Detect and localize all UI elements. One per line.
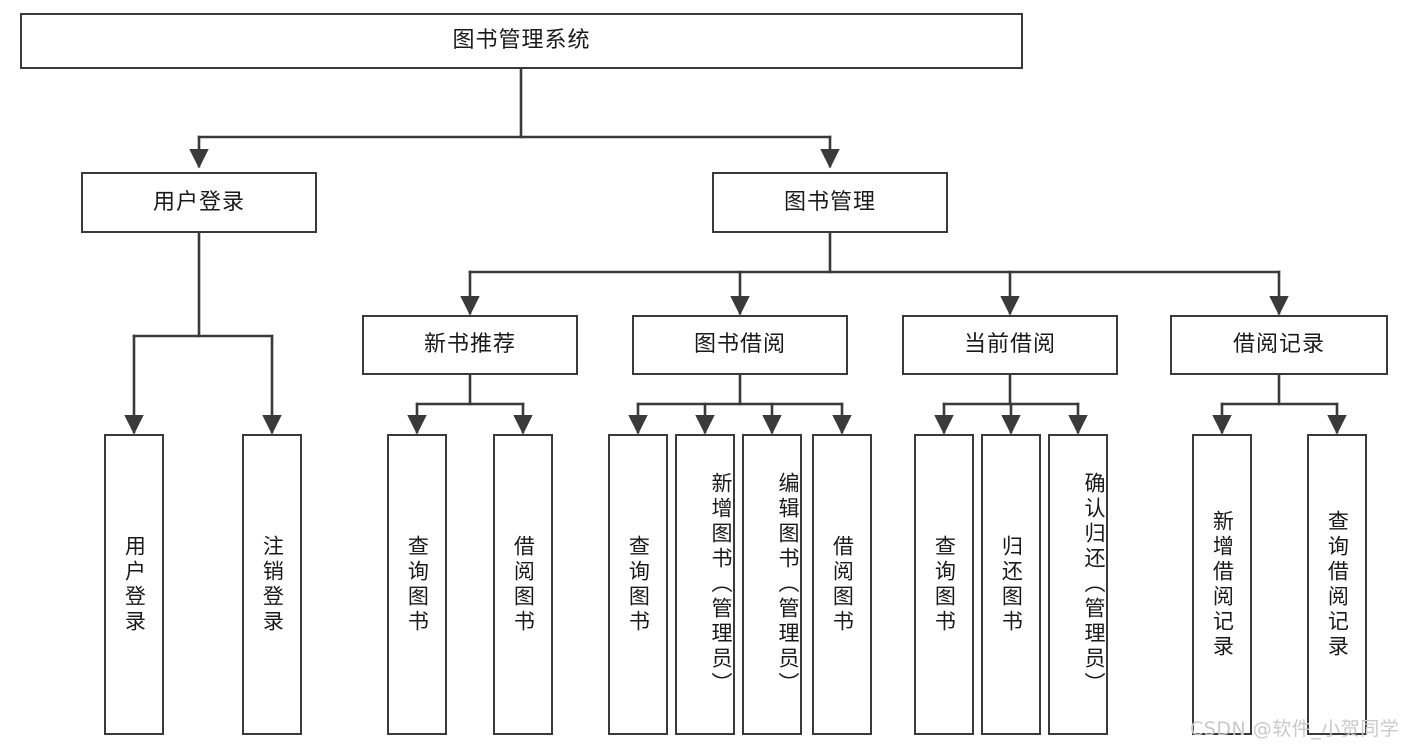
leaf-borrow-book-borrow[interactable]: 借阅图书 (812, 434, 872, 735)
leaf-confirm-return-admin[interactable]: 确认归还（管理员） (1048, 434, 1108, 735)
node-label: 新书推荐 (423, 332, 516, 358)
leaf-edit-book-admin[interactable]: 编辑图书（管理员） (742, 434, 802, 735)
leaf-query-book-recommend[interactable]: 查询图书 (387, 434, 447, 735)
leaf-query-book-current[interactable]: 查询图书 (914, 434, 974, 735)
leaf-label: 新增图书（管理员） (709, 472, 733, 697)
leaf-label: 借阅图书 (830, 534, 855, 635)
node-book-manage[interactable]: 图书管理 (712, 172, 948, 233)
leaf-label: 归还图书 (999, 534, 1024, 635)
node-book-management-system[interactable]: 图书管理系统 (20, 13, 1023, 69)
leaf-label: 查询借阅记录 (1325, 509, 1350, 660)
leaf-label: 编辑图书（管理员） (776, 472, 800, 697)
node-label: 图书借阅 (693, 332, 786, 358)
node-book-borrow[interactable]: 图书借阅 (632, 315, 848, 375)
leaf-label: 确认归还（管理员） (1082, 472, 1106, 697)
leaf-query-borrow-record[interactable]: 查询借阅记录 (1307, 434, 1367, 735)
node-label: 图书管理系统 (452, 28, 591, 54)
leaf-label: 查询图书 (932, 534, 957, 635)
leaf-return-book[interactable]: 归还图书 (981, 434, 1041, 735)
leaf-label: 查询图书 (626, 534, 651, 635)
node-borrow-record[interactable]: 借阅记录 (1170, 315, 1388, 375)
leaf-query-book-borrow[interactable]: 查询图书 (608, 434, 668, 735)
node-user-login[interactable]: 用户登录 (81, 172, 317, 233)
node-label: 当前借阅 (963, 332, 1056, 358)
leaf-logout-login[interactable]: 注销登录 (242, 434, 302, 735)
leaf-label: 借阅图书 (511, 534, 536, 635)
node-label: 图书管理 (783, 189, 876, 215)
leaf-add-borrow-record[interactable]: 新增借阅记录 (1192, 434, 1252, 735)
leaf-borrow-book-recommend[interactable]: 借阅图书 (493, 434, 553, 735)
node-label: 借阅记录 (1232, 332, 1325, 358)
leaf-label: 新增借阅记录 (1210, 509, 1235, 660)
node-label: 用户登录 (152, 189, 245, 215)
node-current-borrow[interactable]: 当前借阅 (902, 315, 1118, 375)
watermark-text: CSDN @软件_小贺同学 (1190, 718, 1400, 740)
leaf-user-login[interactable]: 用户登录 (104, 434, 164, 735)
node-new-book-recommend[interactable]: 新书推荐 (362, 315, 578, 375)
leaf-label: 查询图书 (405, 534, 430, 635)
leaf-label: 用户登录 (122, 534, 147, 635)
leaf-label: 注销登录 (260, 534, 285, 635)
leaf-add-book-admin[interactable]: 新增图书（管理员） (675, 434, 735, 735)
csdn-watermark: CSDN @软件_小贺同学 (1190, 714, 1399, 741)
